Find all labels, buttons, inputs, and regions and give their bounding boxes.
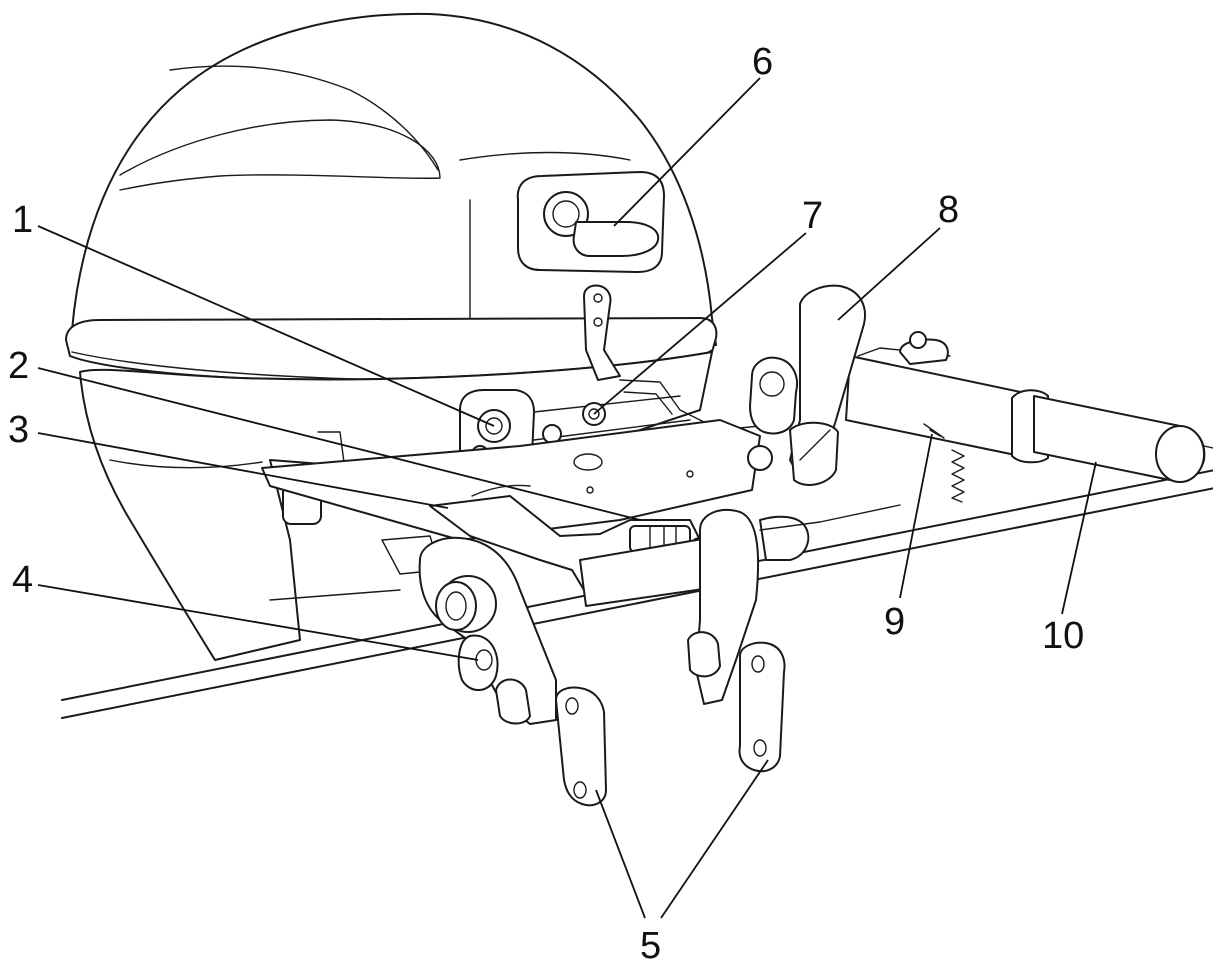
callout-8: 8 (938, 189, 959, 231)
clamp-brackets (418, 504, 901, 807)
callout-9: 9 (884, 601, 905, 643)
tiller-arm (747, 331, 1213, 503)
callout-7: 7 (802, 195, 823, 237)
throttle-bracket (583, 284, 621, 381)
callout-10: 10 (1042, 615, 1084, 657)
callout-6: 6 (752, 41, 773, 83)
callout-5: 5 (640, 925, 661, 964)
mounting-plate (261, 419, 761, 561)
throttle-lever (789, 284, 866, 486)
callout-2: 2 (8, 345, 29, 387)
leader-lines (37, 77, 1097, 919)
choke-knob-housing (516, 171, 665, 273)
callout-labels: 1 2 3 4 5 6 7 8 9 10 (8, 41, 1084, 964)
callout-1: 1 (12, 199, 33, 241)
callout-4: 4 (12, 559, 33, 601)
clamp-assembly (381, 495, 725, 607)
callout-3: 3 (8, 409, 29, 451)
